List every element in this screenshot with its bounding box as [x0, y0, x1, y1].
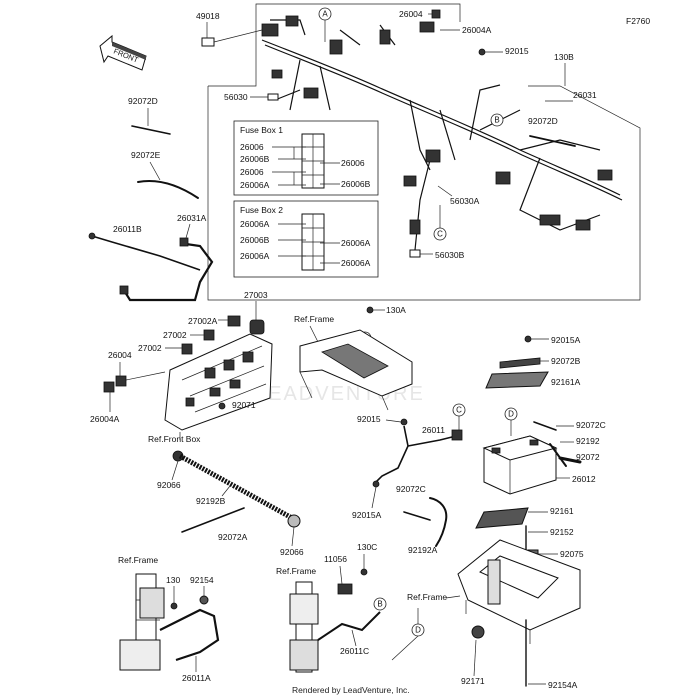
label-92072e[interactable]: 92072E	[131, 150, 161, 160]
frame-section-bottom-mid	[289, 581, 319, 673]
label-130b[interactable]: 130B	[554, 52, 574, 62]
label-92072d-right[interactable]: 92072D	[528, 116, 558, 126]
label-26011a[interactable]: 26011A	[182, 673, 211, 683]
label-92072b[interactable]: 92072B	[551, 356, 581, 366]
label-92015a-mid[interactable]: 92015A	[352, 510, 382, 520]
part-49018-icon	[201, 37, 215, 47]
label-92015a-top[interactable]: 92015A	[551, 335, 581, 345]
frame-section-mid	[299, 329, 413, 411]
label-92071[interactable]: 92071	[232, 400, 256, 410]
callout-b-bottom[interactable]	[373, 597, 387, 611]
label-92015-mid[interactable]: 92015	[357, 414, 381, 424]
label-26004a-left[interactable]: 26004A	[90, 414, 120, 424]
fuse2-right-2[interactable]: 26006A	[341, 258, 371, 268]
label-56030b[interactable]: 56030B	[435, 250, 465, 260]
label-92171[interactable]: 92171	[461, 676, 485, 686]
front-box-assembly	[164, 333, 273, 431]
label-92152[interactable]: 92152	[550, 527, 574, 537]
label-92072c-right[interactable]: 92072C	[576, 420, 606, 430]
fuse2-left-2[interactable]: 26006B	[240, 235, 270, 245]
label-92161a[interactable]: 92161A	[551, 377, 581, 387]
ref-frame-bottom-left[interactable]: Ref.Frame	[118, 555, 158, 565]
callout-a-top-text: A	[322, 10, 328, 19]
label-27003[interactable]: 27003	[244, 290, 268, 300]
battery-26012	[482, 435, 558, 495]
ref-frame-bottom-right[interactable]: Ref.Frame	[407, 592, 447, 602]
label-56030[interactable]: 56030	[224, 92, 248, 102]
callout-c-mid-text: C	[456, 406, 462, 415]
fuse-box-1-title: Fuse Box 1	[240, 125, 283, 135]
fuse1-left-1[interactable]: 26006	[240, 142, 264, 152]
label-27002-a[interactable]: 27002	[163, 330, 187, 340]
fuse1-right-1[interactable]: 26006	[341, 158, 365, 168]
label-92192[interactable]: 92192	[576, 436, 600, 446]
label-92072d-left[interactable]: 92072D	[128, 96, 158, 106]
fuse-box-2: Fuse Box 2 26006A 26006B 26006A 26006A 2…	[233, 200, 379, 278]
fuse-box-2-title: Fuse Box 2	[240, 205, 283, 215]
front-arrow-icon: FRONT	[99, 34, 147, 71]
label-92192b[interactable]: 92192B	[196, 496, 226, 506]
callout-d-bottom-text: D	[415, 626, 421, 635]
label-92154a[interactable]: 92154A	[548, 680, 578, 690]
fuse2-right-1[interactable]: 26006A	[341, 238, 371, 248]
ref-frame-mid[interactable]: Ref.Frame	[294, 314, 334, 324]
fuse2-left-1[interactable]: 26006A	[240, 219, 270, 229]
callout-b-top-text: B	[494, 116, 499, 125]
label-26011[interactable]: 26011	[422, 425, 445, 435]
label-92192a[interactable]: 92192A	[408, 545, 438, 555]
frame-section-bottom-left	[119, 573, 165, 671]
label-26004-top[interactable]: 26004	[399, 9, 423, 19]
label-27002a[interactable]: 27002A	[188, 316, 218, 326]
label-92161[interactable]: 92161	[550, 506, 574, 516]
label-26012[interactable]: 26012	[572, 474, 596, 484]
label-130c[interactable]: 130C	[357, 542, 377, 552]
label-27002-b[interactable]: 27002	[138, 343, 162, 353]
label-56030a[interactable]: 56030A	[450, 196, 480, 206]
fuse1-right-2[interactable]: 26006B	[341, 179, 371, 189]
label-92072[interactable]: 92072	[576, 452, 600, 462]
tube-92192b	[178, 453, 294, 521]
fuse2-left-3[interactable]: 26006A	[240, 251, 270, 261]
part-92171-clamp	[471, 625, 485, 639]
callout-b-top[interactable]	[490, 113, 504, 127]
main-harness-boundary	[207, 3, 641, 301]
fuse-box-1: Fuse Box 1 26006 26006B 26006 26006A 260…	[233, 120, 379, 196]
label-26004-left[interactable]: 26004	[108, 350, 132, 360]
fuse1-left-3[interactable]: 26006	[240, 167, 264, 177]
main-wiring-harness	[261, 15, 623, 251]
callout-d-mid-text: D	[508, 410, 514, 419]
label-130a[interactable]: 130A	[386, 305, 406, 315]
figure-code: F2760	[626, 16, 650, 26]
label-49018[interactable]: 49018	[196, 11, 220, 21]
label-92075[interactable]: 92075	[560, 549, 584, 559]
fuse1-left-2[interactable]: 26006B	[240, 154, 270, 164]
ref-front-box[interactable]: Ref.Front Box	[148, 434, 201, 444]
label-26004a-top[interactable]: 26004A	[462, 25, 492, 35]
fuse1-left-4[interactable]: 26006A	[240, 180, 270, 190]
label-92154[interactable]: 92154	[190, 575, 214, 585]
label-92015-top[interactable]: 92015	[505, 46, 529, 56]
label-92072a[interactable]: 92072A	[218, 532, 248, 542]
label-26031[interactable]: 26031	[573, 90, 597, 100]
label-92066-right[interactable]: 92066	[280, 547, 304, 557]
callout-b-bottom-text: B	[377, 600, 382, 609]
label-130[interactable]: 130	[166, 575, 180, 585]
footer-credit: Rendered by LeadVenture, Inc.	[292, 685, 410, 695]
callout-c-top-text: C	[437, 230, 443, 239]
ref-frame-bottom-mid[interactable]: Ref.Frame	[276, 566, 316, 576]
label-92072c-left[interactable]: 92072C	[396, 484, 426, 494]
label-11056[interactable]: 11056	[324, 554, 347, 564]
battery-tray	[457, 539, 581, 644]
label-26011c[interactable]: 26011C	[340, 646, 369, 656]
label-26031a[interactable]: 26031A	[177, 213, 207, 223]
label-26011b[interactable]: 26011B	[113, 224, 142, 234]
label-92066-left[interactable]: 92066	[157, 480, 181, 490]
